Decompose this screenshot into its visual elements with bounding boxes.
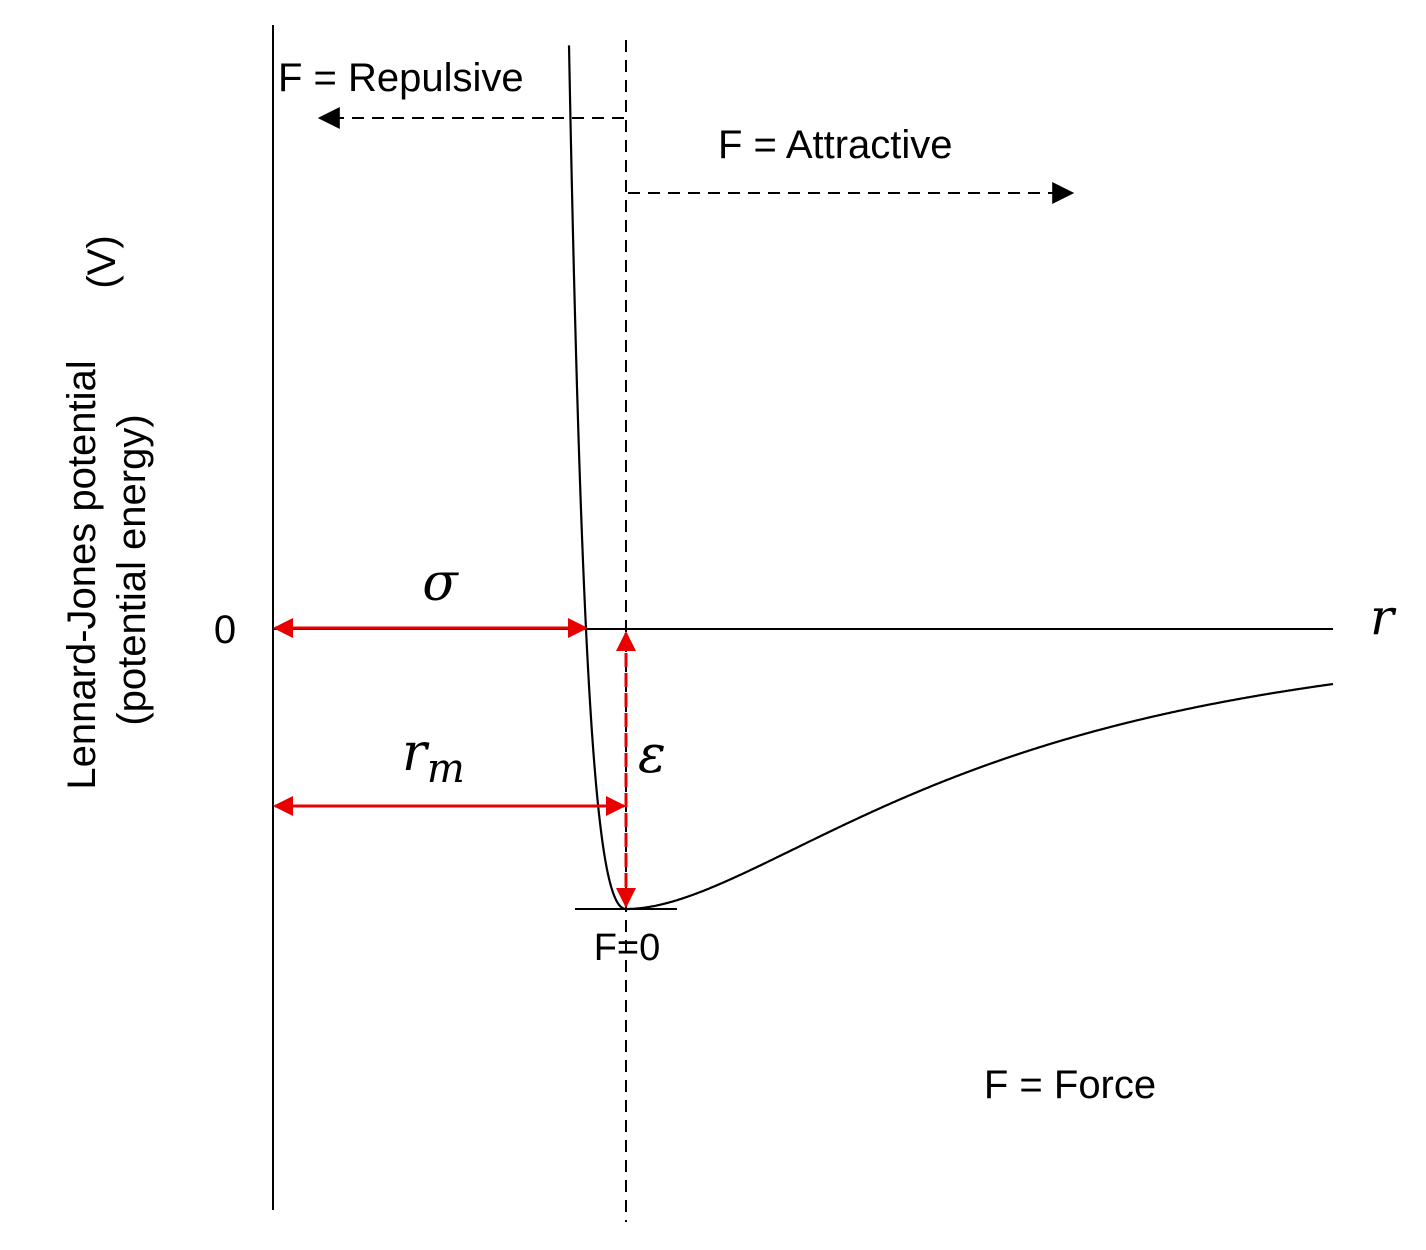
y-axis-unit-label: (V): [80, 235, 124, 288]
rm-symbol-subscript: m: [427, 746, 465, 792]
rm-symbol-base: r: [402, 723, 430, 783]
rm-symbol: rm: [402, 723, 465, 792]
repulsive-label: F = Repulsive: [278, 56, 524, 100]
lennard-jones-curve: [567, 45, 1334, 911]
y-axis-label-line2: (potential energy): [110, 414, 154, 725]
y-zero-label: 0: [214, 608, 236, 652]
attractive-label: F = Attractive: [718, 123, 953, 167]
force-legend-label: F = Force: [984, 1063, 1156, 1107]
x-axis-label: r: [1370, 588, 1397, 646]
sigma-symbol: σ: [422, 553, 459, 613]
y-axis-label-line1: Lennard-Jones potential: [60, 360, 104, 789]
epsilon-symbol: ε: [638, 725, 666, 785]
zero-force-label: F=0: [594, 927, 661, 969]
